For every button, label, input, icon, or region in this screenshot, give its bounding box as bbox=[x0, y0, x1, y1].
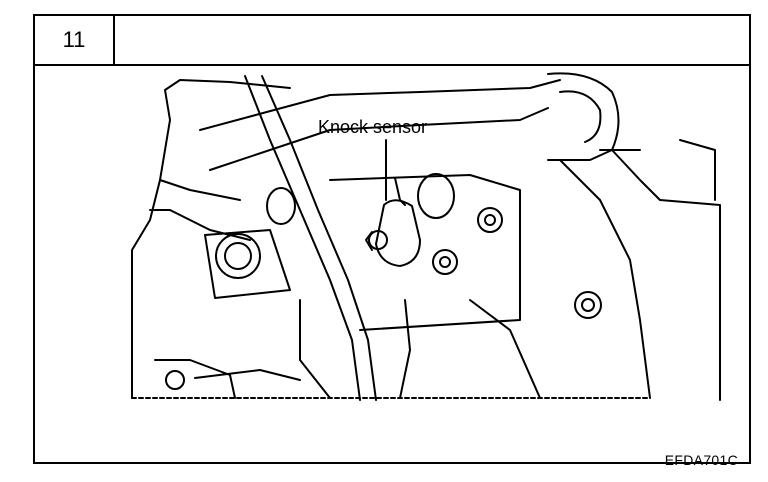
bolt-right bbox=[574, 291, 602, 319]
dipstick-tube bbox=[244, 75, 361, 401]
bolt-upper bbox=[477, 207, 503, 233]
coolant-pipe bbox=[199, 79, 561, 131]
engine-block-outline bbox=[131, 79, 291, 399]
left-boss bbox=[215, 233, 261, 279]
lower-bracket bbox=[154, 359, 236, 399]
figure-code: EFDA701C bbox=[664, 452, 738, 468]
knock-sensor-label: Knock sensor bbox=[318, 117, 428, 137]
bolt-lower bbox=[432, 249, 458, 275]
step-number: 11 bbox=[35, 16, 115, 64]
housing-right bbox=[547, 72, 620, 161]
procedure-frame: 11 bbox=[33, 14, 751, 464]
step-header: 11 bbox=[35, 16, 749, 66]
knock-sensor-drawing bbox=[365, 139, 421, 267]
center-block bbox=[329, 174, 521, 331]
